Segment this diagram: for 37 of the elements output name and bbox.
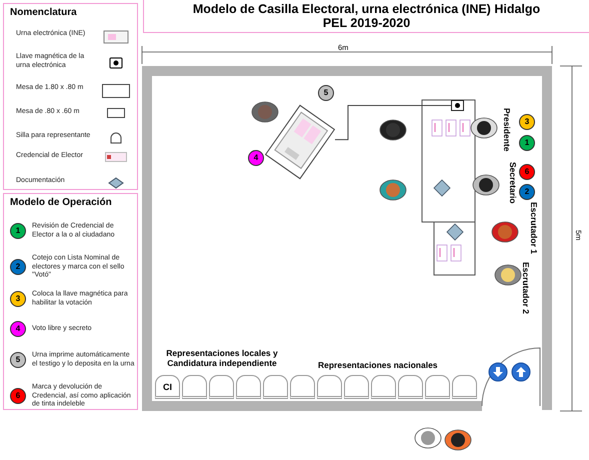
section-label: Representaciones nacionales <box>318 360 438 370</box>
role-label: Presidente <box>502 108 512 152</box>
panel-box <box>3 3 138 190</box>
cable-line <box>334 105 452 140</box>
chair <box>317 375 342 399</box>
chair <box>263 375 288 399</box>
step-number-circle: 2 <box>519 184 535 200</box>
chair <box>209 375 234 399</box>
chair <box>236 375 261 399</box>
step-number-circle: 6 <box>519 164 535 180</box>
chair <box>182 375 207 399</box>
step-number-circle: 2 <box>10 259 26 275</box>
panel-heading: Modelo de Operación <box>10 197 112 208</box>
panel-box <box>3 193 138 410</box>
role-label: Escrutador 2 <box>521 262 531 314</box>
step-number-circle: 4 <box>10 321 26 337</box>
chair <box>425 375 450 399</box>
chair <box>344 375 369 399</box>
panel-heading: Nomenclatura <box>10 7 77 18</box>
chair <box>290 375 315 399</box>
chair <box>398 375 423 399</box>
diagram-title: Modelo de Casilla Electoral, urna electrónica (INE) Hidalgo PEL 2019-2020 <box>143 0 589 33</box>
role-label: Escrutador 1 <box>529 202 539 254</box>
chair <box>371 375 396 399</box>
magnetic-key-icon <box>451 100 464 111</box>
role-label: Secretario <box>508 162 518 204</box>
chair: CI <box>155 375 180 399</box>
step-number-circle: 3 <box>10 291 26 307</box>
step-number-circle: 5 <box>10 352 26 368</box>
step-number-circle: 3 <box>519 114 535 130</box>
step-number-circle: 1 <box>519 135 535 151</box>
step-number-circle: 1 <box>10 223 26 239</box>
section-label: Representaciones locales y Candidatura independiente <box>165 348 279 368</box>
step-number-circle: 5 <box>318 85 334 101</box>
chair <box>452 375 477 399</box>
step-number-circle: 6 <box>10 388 26 404</box>
step-number-circle: 4 <box>248 150 264 166</box>
